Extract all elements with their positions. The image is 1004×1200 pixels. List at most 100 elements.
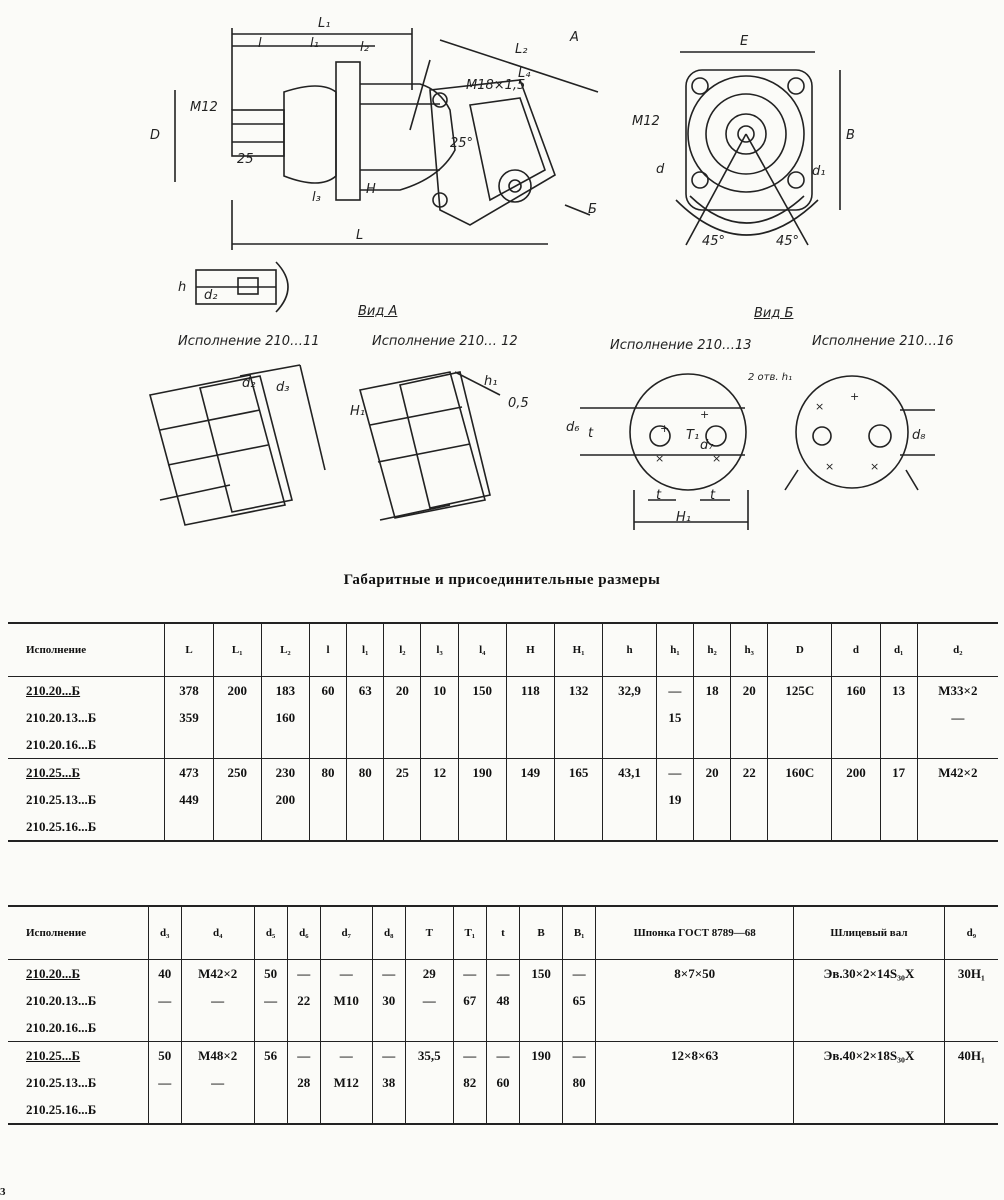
label-h: h <box>178 280 187 295</box>
table-1-cell: 183 <box>260 676 310 704</box>
table-1-cell <box>692 704 731 731</box>
label-small-H1-bottom: H₁ <box>676 510 691 525</box>
table-1-cell: 12 <box>420 758 459 786</box>
table-2-cell: 210.25...Б <box>8 1041 149 1069</box>
t2-h-10: B <box>519 906 563 960</box>
table-1-cell: 20 <box>730 676 768 704</box>
table-1-cell <box>212 813 262 841</box>
drawing-svg: ++×× +××× <box>149 28 935 530</box>
table-1-cell <box>879 786 918 813</box>
execution-12-drawing <box>359 371 486 519</box>
t1-h-18: d₂ <box>916 623 998 677</box>
table-1-cell <box>346 704 384 731</box>
table-2-cell: 210.20.13...Б <box>26 992 97 1008</box>
table-1-cell <box>730 813 768 841</box>
label-m18: M18×1,5 <box>466 78 526 93</box>
label-view-b: Вид Б <box>754 306 794 321</box>
svg-text:×: × <box>655 452 664 465</box>
execution-13-drawing <box>629 373 747 491</box>
bearing-housing <box>283 85 337 184</box>
table-1-cell: 18 <box>692 676 731 704</box>
label-25deg: 25° <box>450 136 474 151</box>
table-2-cell: — <box>485 1041 520 1069</box>
label-D: D <box>150 128 161 143</box>
t1-h-15: D <box>767 623 832 677</box>
table-1-cell: 13 <box>879 676 918 704</box>
table-1-cell <box>692 813 731 841</box>
table-2-cell <box>519 1014 563 1042</box>
label-B: B <box>846 128 855 143</box>
table-2-cell: 40H₁ <box>943 1041 998 1069</box>
table-2-cell: — <box>562 1041 596 1069</box>
table-1-cell <box>383 813 421 841</box>
table-2-cell: Эв.40×2×18S₃₀X <box>793 1041 945 1069</box>
table-1-cell <box>602 813 657 841</box>
table-1-cell <box>602 786 657 813</box>
table-1-cell: 200 <box>212 676 262 704</box>
table-1-cell: 160 <box>831 676 881 704</box>
label-small-t: t <box>588 426 594 441</box>
table-1-cell: 160C <box>767 758 832 786</box>
table-2-cell: 65 <box>562 987 596 1014</box>
table-1-cell <box>457 731 507 759</box>
table-2-cell <box>793 1014 945 1042</box>
table-2-cell: 28 <box>286 1069 321 1096</box>
table-2-cell: — <box>180 987 255 1014</box>
table-2-cell <box>595 987 794 1014</box>
table-1-cell: 200 <box>831 758 881 786</box>
label-d: d <box>656 162 665 177</box>
label-l3: l₃ <box>312 190 321 205</box>
table-2-cell <box>452 1014 487 1042</box>
table-2-cell <box>519 1096 563 1124</box>
table-2-cell <box>404 1069 454 1096</box>
label-exec-12: Исполнение 210… 12 <box>372 334 518 349</box>
t2-h-13: Шлицевый вал <box>793 906 945 960</box>
t2-h-9: t <box>485 906 520 960</box>
table-2-cell: — <box>147 987 182 1014</box>
svg-text:×: × <box>870 460 879 473</box>
t1-h-17: d₁ <box>879 623 918 677</box>
shaft-end <box>231 109 285 157</box>
table-2-cell: — <box>452 1041 487 1069</box>
table-2-cell: 40 <box>147 959 182 987</box>
label-d2: d₂ <box>204 288 218 303</box>
table-1-cell <box>457 704 507 731</box>
table-2-cell: — <box>562 959 596 987</box>
table-2-cell <box>404 1014 454 1042</box>
table-2-cell: — <box>485 959 520 987</box>
table-1-cell: — <box>655 758 694 786</box>
table-1-cell <box>260 813 310 841</box>
table-2-header-row: Исполнение d₃ d₄ d₅ d₆ d₇ d₈ T T₁ t B B₁… <box>8 906 998 960</box>
table-2-cell: 50 <box>147 1041 182 1069</box>
label-exec-11: Исполнение 210…11 <box>178 334 320 349</box>
label-exec-13: Исполнение 210…13 <box>610 338 752 353</box>
table-2-cell <box>562 1096 596 1124</box>
table-1-cell: — <box>655 676 694 704</box>
label-small-d6: d₆ <box>566 420 580 435</box>
table-2-cell: M12 <box>319 1069 373 1096</box>
table-2-cell: 67 <box>452 987 487 1014</box>
table-1-cell <box>212 704 262 731</box>
svg-text:+: + <box>850 390 859 403</box>
table-1-cell <box>346 731 384 759</box>
table-1-cell <box>767 813 832 841</box>
label-E: E <box>740 34 749 49</box>
table-1-cell: 19 <box>655 786 694 813</box>
table-2-cell <box>485 1014 520 1042</box>
table-1-cell: 80 <box>346 758 384 786</box>
table-1-cell: 250 <box>212 758 262 786</box>
mounting-flange <box>335 61 361 201</box>
table-2-cell: 30 <box>371 987 406 1014</box>
table-2-cell: — <box>286 959 321 987</box>
table-2-cell <box>147 1096 182 1124</box>
table-1-cell <box>553 704 603 731</box>
table-1-cell <box>212 731 262 759</box>
table-1-cell <box>553 731 603 759</box>
table-2-cell <box>147 1014 182 1042</box>
t2-h-4: d₆ <box>286 906 321 960</box>
t2-h-5: d₇ <box>319 906 373 960</box>
table-1-cell <box>916 813 998 841</box>
